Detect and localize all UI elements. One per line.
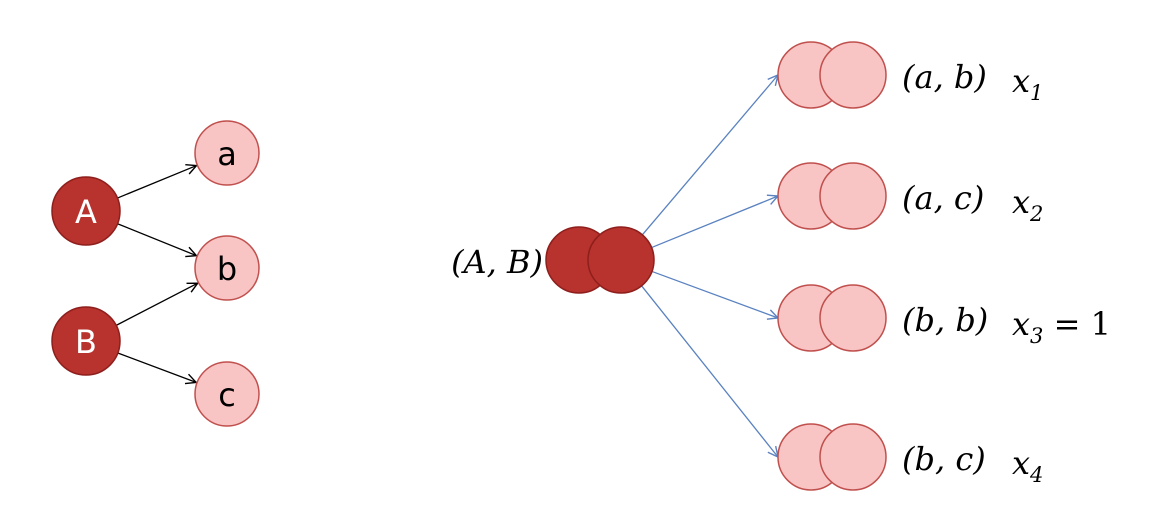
pair-node-3 — [777, 284, 887, 352]
target-node-b-label: b — [217, 250, 237, 288]
right-graph: (A, B) (a, b) x1 (a, c) x2 (b, b) x3 = 1… — [451, 41, 1111, 491]
edge-pair-1 — [641, 75, 778, 236]
pair-source-label: (A, B) — [451, 243, 543, 281]
pair-label-2: (a, c) — [902, 179, 984, 217]
target-node-a-label: a — [217, 135, 237, 173]
edge-pair-3 — [651, 270, 778, 318]
edge-pair-4 — [641, 285, 778, 457]
pair-label-4: (b, c) — [902, 440, 986, 478]
source-node-B-label: B — [75, 323, 97, 361]
edge-A-a — [117, 166, 196, 199]
pair-node-4 — [777, 423, 887, 491]
target-node-b: b — [194, 235, 260, 301]
pair-variable-2: x2 — [1012, 183, 1043, 226]
pair-label-1: (a, b) — [902, 58, 987, 96]
edge-A-b — [117, 223, 197, 256]
right-edges — [641, 75, 778, 457]
edge-B-c — [117, 352, 196, 382]
left-edges — [115, 166, 198, 383]
pair-variable-4: x4 — [1012, 444, 1043, 487]
target-node-c-label: c — [218, 376, 236, 414]
source-node-A-label: A — [75, 193, 97, 231]
pair-node-1 — [777, 41, 887, 109]
left-graph: A B a b c — [51, 120, 260, 427]
pair-label-3: (b, b) — [902, 301, 988, 339]
target-node-a: a — [194, 120, 260, 186]
pair-variable-1: x1 — [1012, 62, 1043, 105]
edge-pair-2 — [651, 196, 778, 249]
edge-B-b — [115, 283, 198, 326]
pair-source-node — [545, 226, 655, 294]
source-node-B: B — [51, 306, 121, 376]
target-node-c: c — [194, 361, 260, 427]
pair-node-2 — [777, 162, 887, 230]
source-node-A: A — [51, 176, 121, 246]
pair-variable-3: x3 = 1 — [1012, 305, 1111, 348]
